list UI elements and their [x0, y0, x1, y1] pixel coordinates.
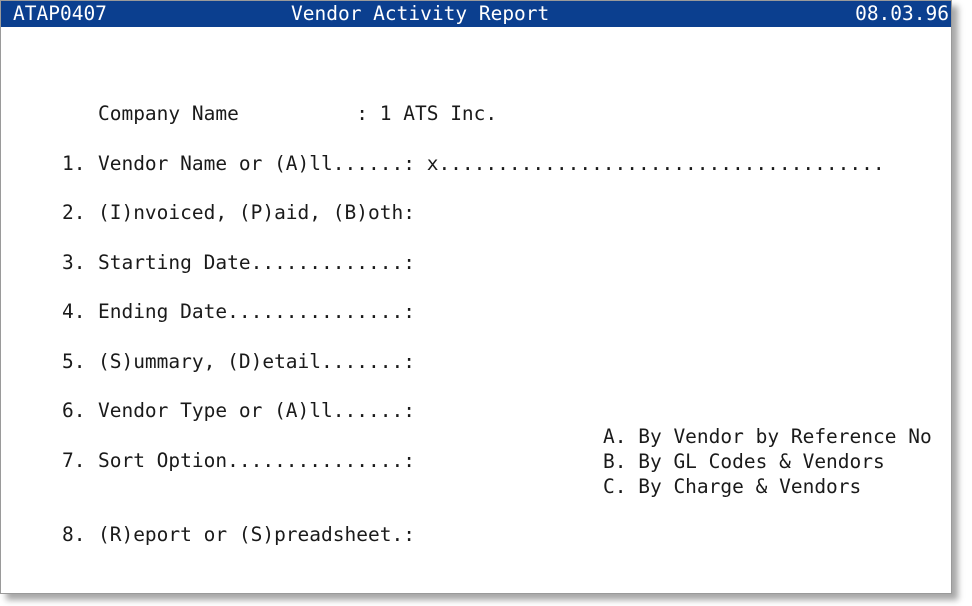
field-label: (S)ummary, (D)etail.......: — [97, 350, 415, 373]
field-number: 2. — [61, 201, 86, 224]
terminal-window: ATAP0407 Vendor Activity Report 08.03.96… — [0, 0, 952, 594]
sort-option-a: A. By Vendor by Reference No — [603, 425, 932, 448]
field-label: Sort Option...............: — [97, 449, 415, 472]
field-number: 3. — [61, 251, 86, 274]
program-id: ATAP0407 — [13, 2, 107, 25]
sort-option-b: B. By GL Codes & Vendors — [603, 450, 885, 473]
field-label: Ending Date...............: — [97, 300, 415, 323]
field-label: (I)nvoiced, (P)aid, (B)oth: — [97, 201, 415, 224]
field-ending-date[interactable]: 4. Ending Date...............: — [15, 276, 427, 348]
field-invoiced-paid[interactable]: 2. (I)nvoiced, (P)aid, (B)oth: — [15, 177, 427, 249]
field-vendor-name[interactable]: 1. Vendor Name or (A)ll......: x.........… — [15, 128, 885, 200]
company-value: 1 ATS Inc. — [379, 102, 498, 125]
field-label: Starting Date.............: — [97, 251, 415, 274]
field-label: Vendor Type or (A)ll......: — [97, 399, 415, 422]
field-label: (R)eport or (S)preadsheet.: — [97, 523, 415, 546]
field-number: 5. — [61, 350, 86, 373]
screen-title: Vendor Activity Report — [291, 2, 550, 25]
field-summary-detail[interactable]: 5. (S)ummary, (D)etail.......: — [15, 326, 427, 398]
field-vendor-type[interactable]: 6. Vendor Type or (A)ll......: — [15, 375, 427, 447]
sort-option-c: C. By Charge & Vendors — [603, 475, 862, 498]
field-report-spreadsheet[interactable]: 8. (R)eport or (S)preadsheet.: — [15, 499, 427, 571]
title-bar: ATAP0407 Vendor Activity Report 08.03.96 — [1, 1, 951, 27]
field-number: 6. — [61, 399, 86, 422]
field-number: 4. — [61, 300, 86, 323]
field-number: 8. — [61, 523, 86, 546]
field-label: Vendor Name or (A)ll......: — [97, 152, 415, 175]
field-starting-date[interactable]: 3. Starting Date.............: — [15, 227, 427, 299]
company-label: Company Name : — [97, 102, 368, 125]
company-row: Company Name : 1 ATS Inc. — [15, 78, 497, 150]
screen-date: 08.03.96 — [855, 2, 949, 25]
field-number: 7. — [61, 449, 86, 472]
field-number: 1. — [61, 152, 86, 175]
field-sort-option[interactable]: 7. Sort Option...............: — [15, 425, 427, 497]
vendor-name-input[interactable]: x...................................... — [426, 152, 885, 175]
